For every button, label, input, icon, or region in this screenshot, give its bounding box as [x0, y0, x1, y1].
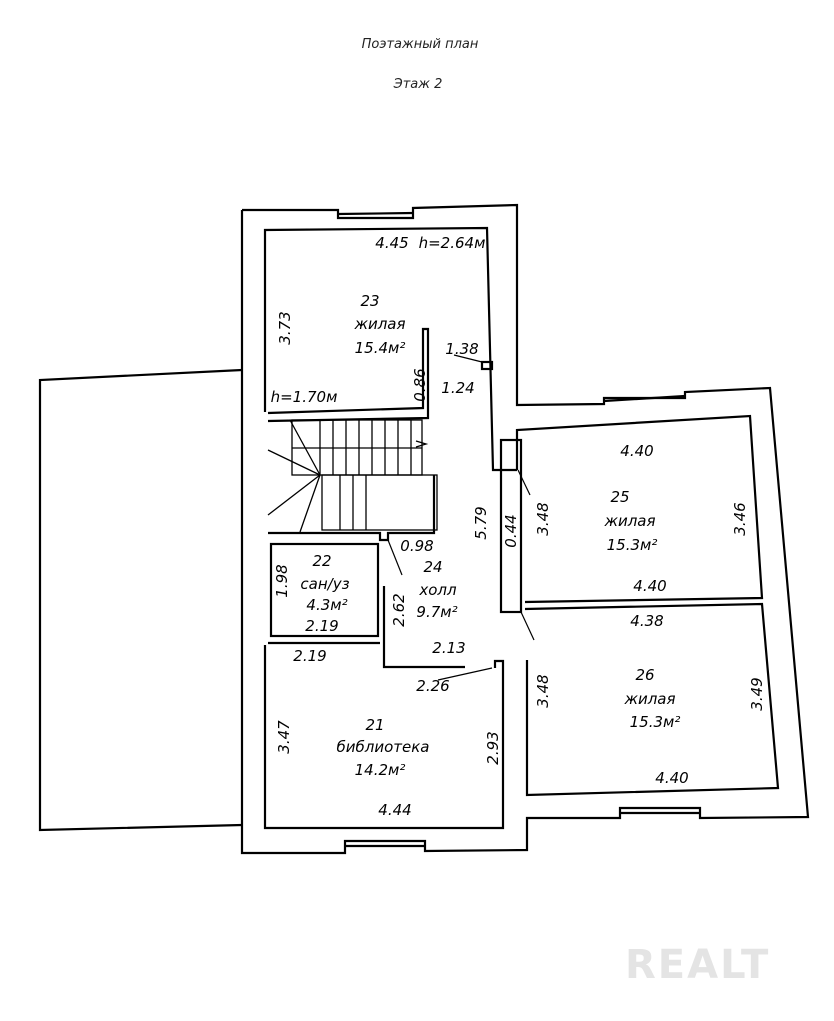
room-number: 21	[365, 716, 384, 734]
dim-label: 1.98	[273, 564, 291, 597]
dim-label: 3.48	[534, 502, 552, 535]
dim-label: 2.62	[390, 593, 408, 626]
room-type: библиотека	[337, 738, 430, 756]
staircase	[267, 419, 438, 533]
dim-label: 5.79	[472, 506, 490, 539]
dim-label: 3.46	[731, 502, 749, 535]
room-type: сан/уз	[300, 575, 349, 593]
room-26-walls	[524, 602, 780, 797]
dimension-leader	[453, 354, 483, 363]
dim-label: 3.47	[275, 720, 293, 754]
room-number: 26	[635, 666, 654, 684]
room-number: 23	[360, 292, 379, 310]
dimension-leader	[437, 667, 493, 681]
floor-label: Этаж 2	[393, 77, 443, 92]
room-23-bottom-wall	[267, 327, 430, 423]
room-area: 15.3м²	[607, 536, 658, 554]
room-number: 25	[610, 488, 629, 506]
dim-label: 1.38	[445, 340, 478, 358]
room-21-walls	[263, 645, 505, 830]
room-type: жилая	[623, 690, 675, 708]
window	[337, 211, 414, 216]
height-label: h=1.70м	[271, 388, 338, 406]
dimension-leader	[520, 611, 535, 641]
dim-label: 3.48	[534, 674, 552, 707]
dim-label: 4.44	[378, 801, 411, 819]
height-label: h=2.64м	[419, 234, 486, 252]
room-type: жилая	[353, 315, 405, 333]
dimension-leader	[387, 539, 403, 576]
room-area: 9.7м²	[416, 603, 457, 621]
room-area: 15.3м²	[630, 713, 681, 731]
column	[499, 438, 523, 614]
room-area: 14.2м²	[355, 761, 406, 779]
room-number: 22	[312, 552, 331, 570]
dim-label: 0.44	[502, 514, 520, 547]
dim-label: 4.40	[655, 769, 688, 787]
wall-niche	[480, 360, 494, 371]
room-area: 15.4м²	[355, 339, 406, 357]
outer-walls	[240, 203, 810, 855]
dim-label: 4.38	[630, 612, 663, 630]
room-22-walls	[269, 542, 380, 638]
window	[603, 394, 686, 403]
room-number: 24	[423, 558, 442, 576]
hall-partition	[382, 586, 465, 669]
watermark: REALT	[625, 942, 770, 988]
dim-label: 2.19	[305, 617, 338, 635]
dim-label: 0.98	[400, 537, 433, 555]
dim-label: 2.19	[293, 647, 326, 665]
room-area: 4.3м²	[306, 596, 347, 614]
dim-label: 4.45	[375, 234, 408, 252]
dim-label: 4.40	[620, 442, 653, 460]
dim-label: 2.13	[432, 639, 465, 657]
dim-label: 0.86	[411, 368, 429, 401]
dim-label: 3.73	[276, 311, 294, 344]
room-type: жилая	[603, 512, 655, 530]
dim-label: 1.24	[441, 379, 474, 397]
room-type: холл	[418, 581, 457, 599]
dim-label: 4.40	[633, 577, 666, 595]
dim-label: 3.49	[748, 677, 766, 710]
dim-label: 2.26	[416, 677, 449, 695]
dim-label: 2.93	[484, 731, 502, 764]
dimension-leader	[517, 469, 531, 496]
annex-outline	[38, 368, 243, 832]
room-25-walls	[515, 414, 764, 604]
plan-title: Поэтажный план	[362, 37, 479, 52]
